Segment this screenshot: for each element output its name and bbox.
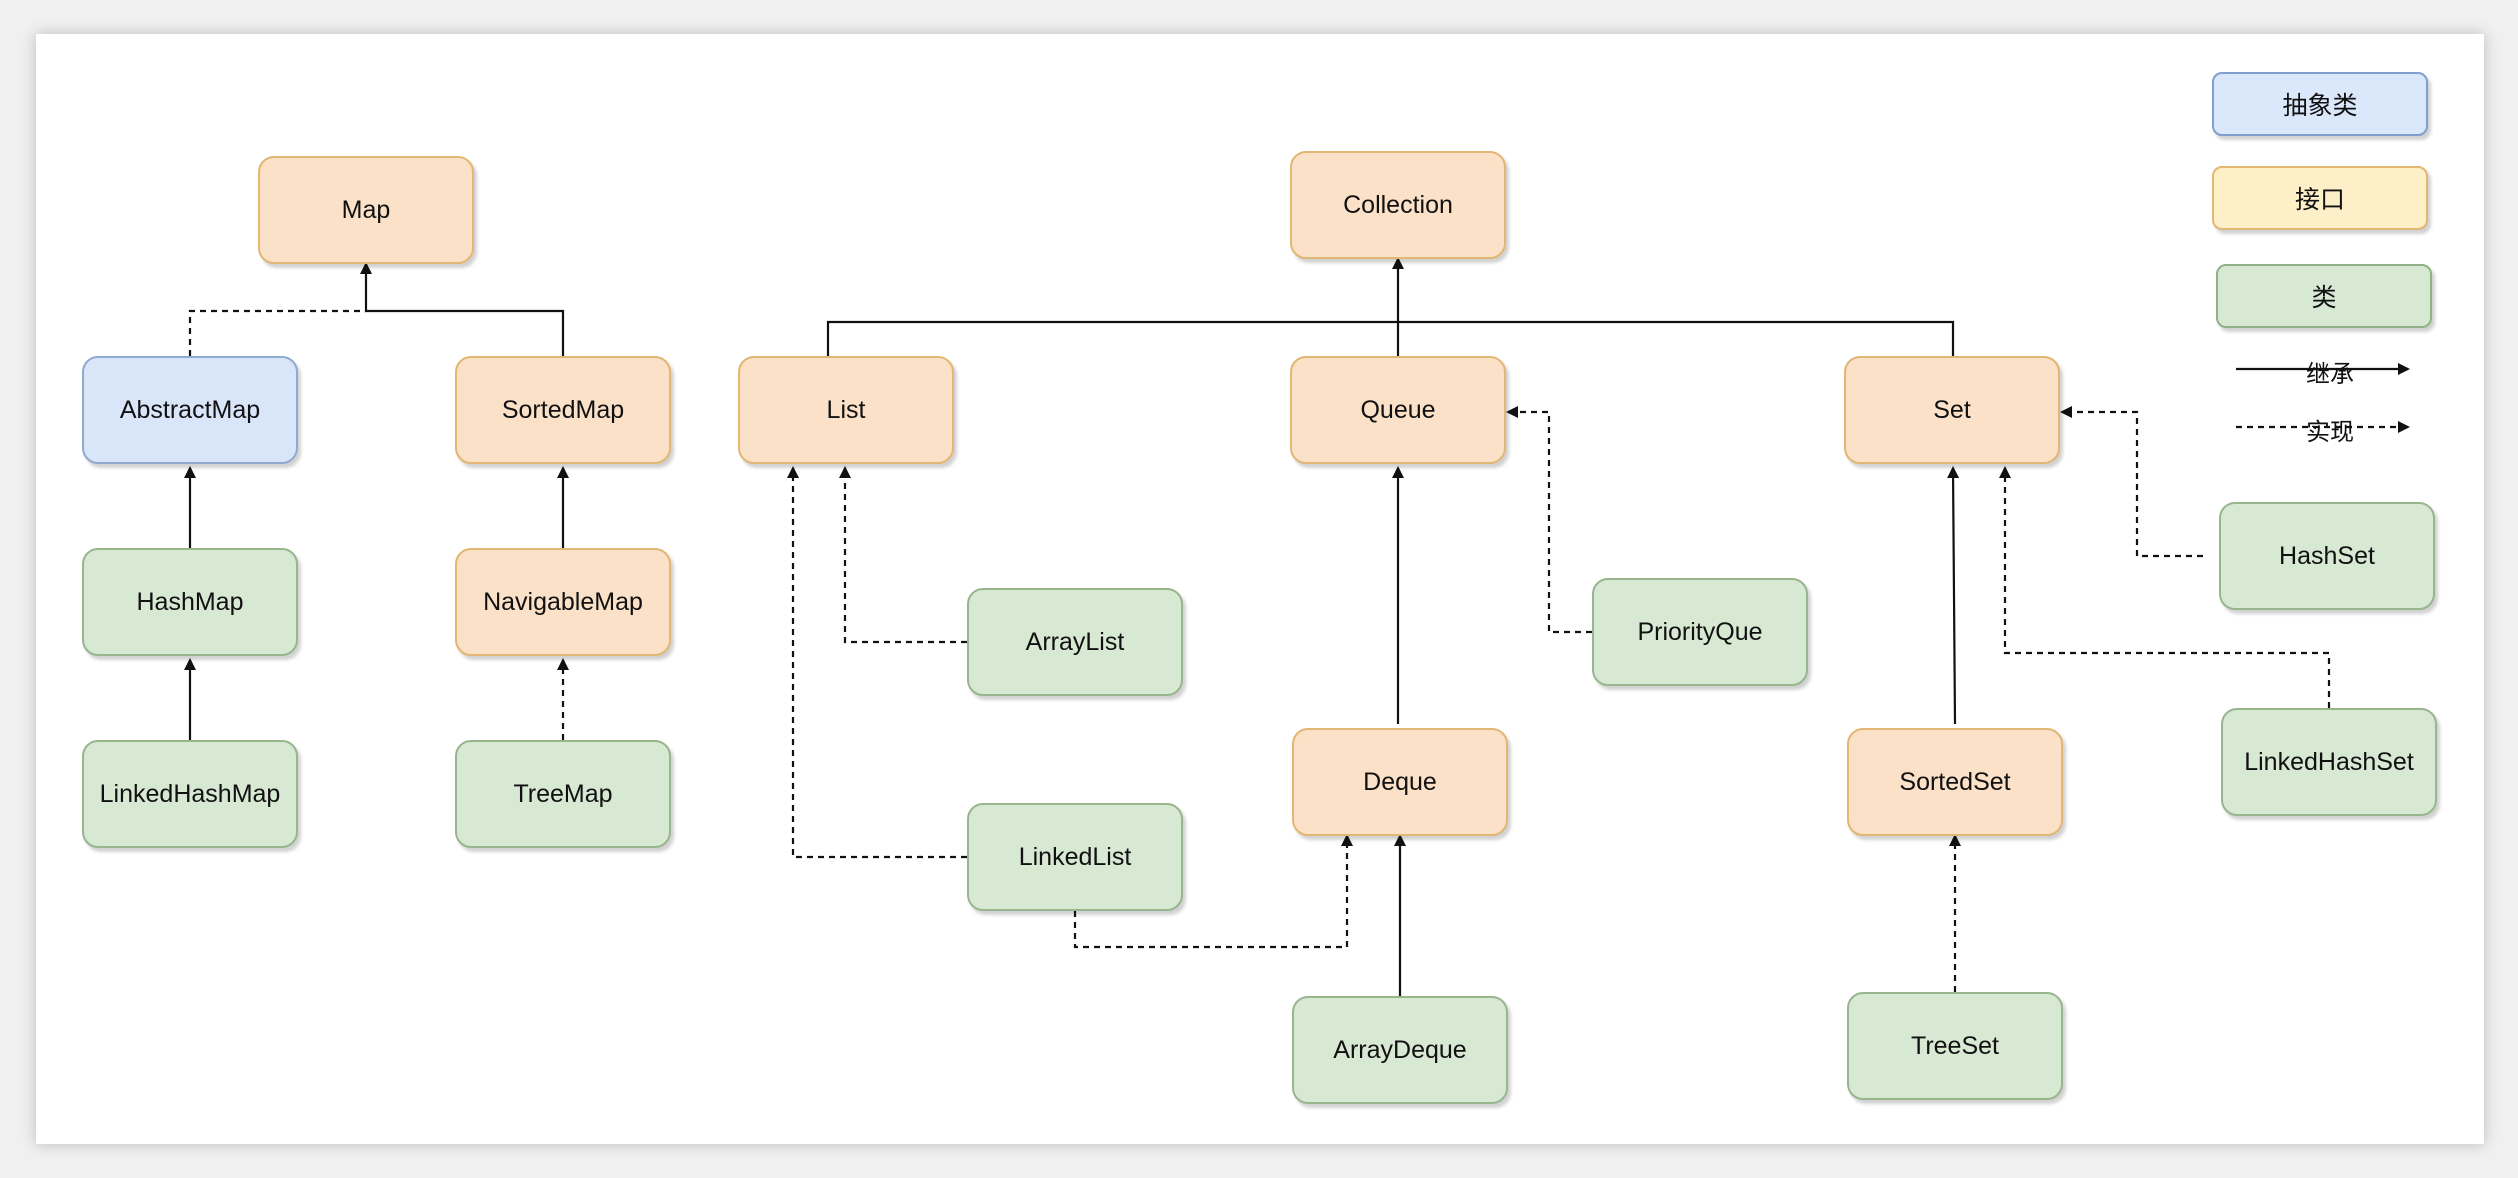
edge-abstractmap-map xyxy=(188,309,366,356)
node-deque: Deque xyxy=(1292,728,1508,836)
node-hash-set: HashSet xyxy=(2219,502,2435,610)
edge-linkedlist-deque xyxy=(1073,834,1353,949)
node-collection: Collection xyxy=(1290,151,1506,259)
node-set: Set xyxy=(1844,356,2060,464)
node-map: Map xyxy=(258,156,474,264)
node-queue: Queue xyxy=(1290,356,1506,464)
legend-class: 类 xyxy=(2216,264,2432,328)
node-linked-hash-map: LinkedHashMap xyxy=(82,740,298,848)
edges-layer xyxy=(184,257,2410,996)
edge-priorityque-queue xyxy=(1506,406,1592,634)
diagram-canvas: Map AbstractMap SortedMap HashMap Naviga… xyxy=(36,34,2484,1144)
edge-linkedhashset-set xyxy=(1999,466,2331,708)
edge-list-collection xyxy=(826,320,1955,356)
edge-hashset-set xyxy=(2060,406,2203,558)
node-abstract-map: AbstractMap xyxy=(82,356,298,464)
node-hash-map: HashMap xyxy=(82,548,298,656)
node-priority-que: PriorityQue xyxy=(1592,578,1808,686)
node-tree-set: TreeSet xyxy=(1847,992,2063,1100)
edge-sortedset-set xyxy=(1947,466,1960,725)
node-linked-list: LinkedList xyxy=(967,803,1183,911)
node-list: List xyxy=(738,356,954,464)
node-navigable-map: NavigableMap xyxy=(455,548,671,656)
legend-abstract-class: 抽象类 xyxy=(2212,72,2428,136)
edge-arraylist-list xyxy=(839,466,967,644)
legend-inherit-label: 继承 xyxy=(2306,361,2354,388)
legend-implement-label: 实现 xyxy=(2306,419,2354,446)
node-sorted-set: SortedSet xyxy=(1847,728,2063,836)
node-sorted-map: SortedMap xyxy=(455,356,671,464)
node-tree-map: TreeMap xyxy=(455,740,671,848)
legend-interface: 接口 xyxy=(2212,166,2428,230)
edge-sortedmap-map xyxy=(360,262,565,356)
edge-linkedlist-list xyxy=(787,466,967,859)
node-array-deque: ArrayDeque xyxy=(1292,996,1508,1104)
node-linked-hash-set: LinkedHashSet xyxy=(2221,708,2437,816)
node-array-list: ArrayList xyxy=(967,588,1183,696)
